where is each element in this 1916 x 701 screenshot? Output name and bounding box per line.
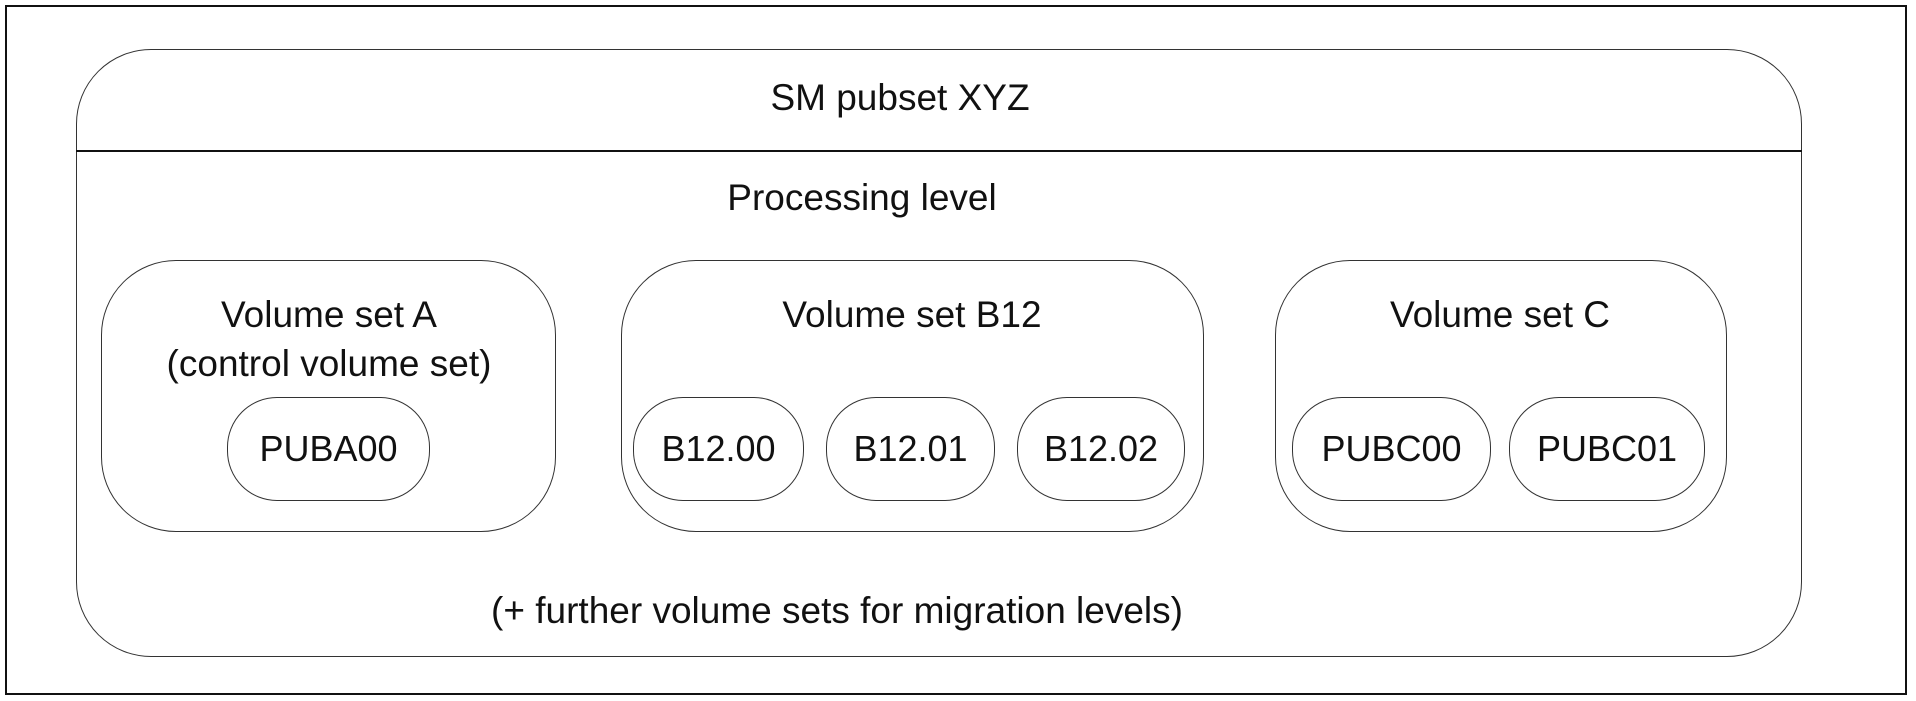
volume-set-b12 xyxy=(621,260,1204,532)
figure-frame xyxy=(5,5,1907,695)
volume-pubc01: PUBC01 xyxy=(1509,397,1705,501)
volume-set-c-title: Volume set C xyxy=(1389,294,1611,335)
sm-pubset-box xyxy=(76,49,1802,657)
volume-puba00: PUBA00 xyxy=(227,397,430,501)
volume-set-c xyxy=(1275,260,1727,532)
pubset-title: SM pubset XYZ xyxy=(770,77,1030,118)
volume-b12-00: B12.00 xyxy=(633,397,804,501)
volume-set-b12-title: Volume set B12 xyxy=(782,294,1042,335)
footer-note: (+ further volume sets for migration lev… xyxy=(491,590,1183,631)
volume-set-a xyxy=(101,260,556,532)
volume-set-a-subtitle: (control volume set) xyxy=(166,343,492,384)
processing-level-label: Processing level xyxy=(727,177,997,218)
volume-b12-02: B12.02 xyxy=(1017,397,1185,501)
header-divider xyxy=(76,150,1802,152)
volume-set-a-title: Volume set A xyxy=(221,294,437,335)
volume-pubc00: PUBC00 xyxy=(1292,397,1491,501)
volume-b12-01: B12.01 xyxy=(826,397,995,501)
